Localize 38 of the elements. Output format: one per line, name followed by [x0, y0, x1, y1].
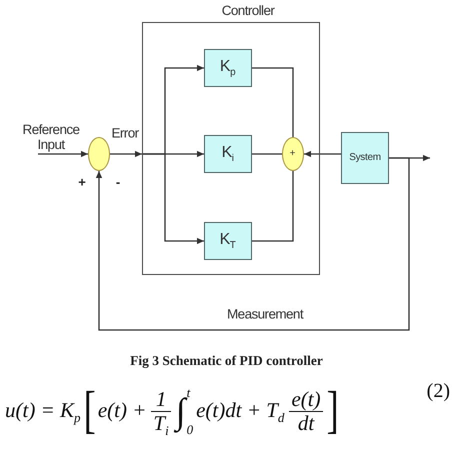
block-label: System	[349, 152, 381, 164]
equation-bracket: [	[83, 385, 96, 437]
arrow	[142, 153, 204, 244]
block-label: K$_{T}$	[220, 231, 236, 250]
gain-block	[204, 134, 252, 172]
sign-label: +	[78, 176, 86, 188]
edge-label: Measurement	[226, 306, 304, 322]
input-label: Reference Input	[18, 118, 84, 154]
fraction-numerator: e(t)	[290, 388, 322, 410]
connector-line	[252, 67, 294, 137]
sign-label: +	[290, 148, 296, 158]
connector-line	[252, 171, 294, 242]
integral-limit: t	[186, 386, 190, 399]
summing-junction	[282, 136, 304, 170]
gain-block	[204, 48, 252, 86]
fraction-denominator: dt	[296, 412, 316, 434]
figure-caption: Fig 3 Schematic of PID controller	[130, 353, 323, 369]
edge-label: Error	[110, 126, 140, 140]
integral-limit: 0	[186, 423, 194, 436]
equation-text: e(t) +	[98, 399, 146, 423]
equation-text: u(t) = K$_{p}$	[5, 399, 81, 423]
frame-title: Controller	[222, 3, 274, 18]
block-label: K$_{i}$	[222, 144, 234, 163]
fraction-denominator: T$_{i}$	[152, 412, 170, 434]
arrow	[38, 150, 88, 158]
fraction-numerator: 1	[154, 388, 168, 410]
arrow	[304, 150, 341, 158]
connector-line	[252, 153, 282, 155]
gain-block	[204, 222, 252, 260]
equation-text: e(t)dt + T$_{d}$	[196, 399, 284, 423]
equation-bracket: ]	[326, 385, 338, 437]
arrow	[96, 157, 410, 331]
arrow	[110, 150, 142, 158]
block-label: K$_{p}$	[220, 58, 236, 77]
equation-number: (2)	[426, 381, 450, 401]
summing-junction	[88, 137, 110, 171]
sign-label: -	[116, 176, 120, 188]
system-block	[341, 132, 389, 184]
